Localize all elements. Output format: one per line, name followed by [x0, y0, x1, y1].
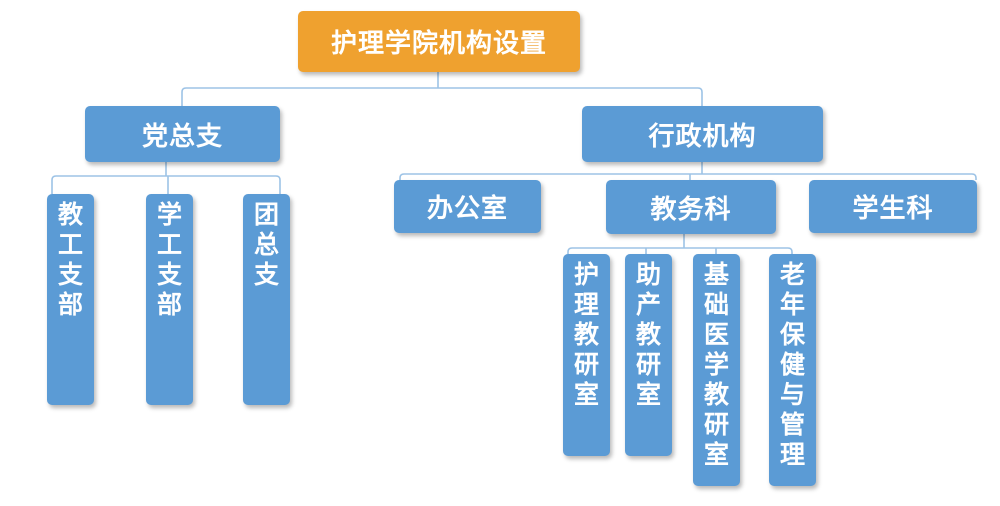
elderly-care-management-label: 老年保健与管理 [779, 260, 805, 469]
youth-league-node: 团总支 [243, 194, 290, 405]
student-work-branch-label: 学工支部 [156, 200, 182, 319]
student-affairs-node: 学生科 [809, 180, 977, 233]
nursing-teaching-office-node: 护理教研室 [563, 254, 610, 456]
admin-label: 行政机构 [648, 121, 757, 152]
admin-node: 行政机构 [582, 106, 823, 162]
root-node: 护理学院机构设置 [298, 11, 580, 72]
nursing-teaching-office-label: 护理教研室 [573, 260, 599, 409]
midwifery-teaching-office-label: 助产教研室 [635, 260, 661, 409]
office-label: 办公室 [426, 194, 508, 224]
student-work-branch-node: 学工支部 [146, 194, 193, 405]
midwifery-teaching-office-node: 助产教研室 [625, 254, 672, 456]
youth-league-label: 团总支 [253, 200, 279, 289]
student-affairs-label: 学生科 [852, 194, 934, 224]
office-node: 办公室 [394, 180, 541, 233]
basic-medicine-teaching-office-node: 基础医学教研室 [693, 254, 740, 486]
root-node-label: 护理学院机构设置 [330, 29, 547, 59]
academic-affairs-node: 教务科 [606, 180, 776, 234]
academic-affairs-label: 教务科 [650, 194, 732, 225]
party-branch-node: 党总支 [85, 106, 280, 162]
party-branch-label: 党总支 [141, 121, 223, 152]
staff-branch-node: 教工支部 [47, 194, 94, 405]
basic-medicine-teaching-office-label: 基础医学教研室 [703, 260, 729, 469]
elderly-care-management-node: 老年保健与管理 [769, 254, 816, 486]
staff-branch-label: 教工支部 [57, 200, 83, 319]
